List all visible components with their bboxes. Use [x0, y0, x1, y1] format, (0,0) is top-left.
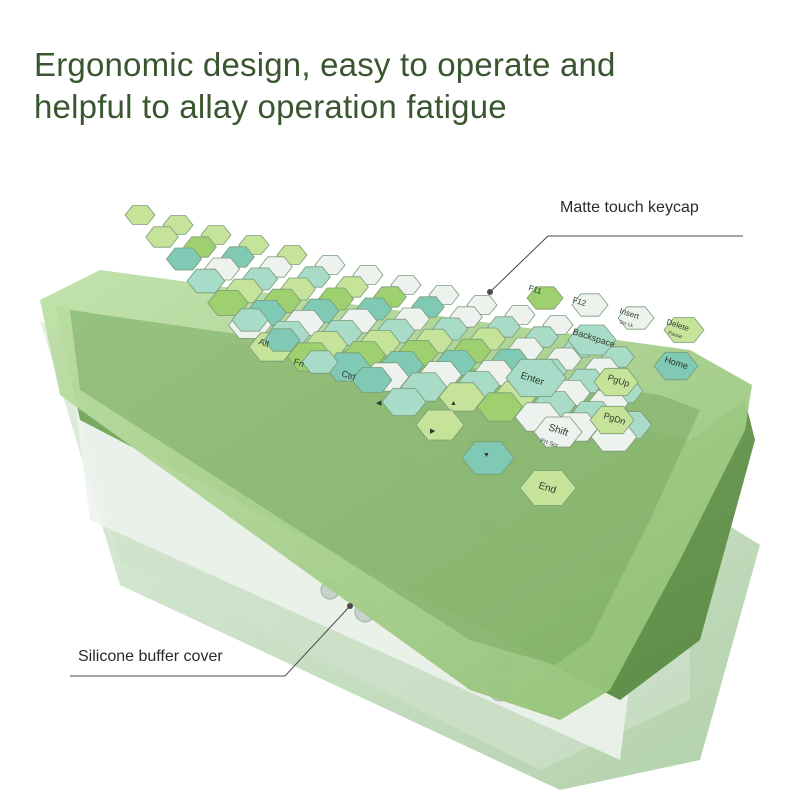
keycap — [415, 409, 465, 441]
key-fn: Fn — [292, 356, 305, 369]
keycap — [526, 286, 564, 310]
keycap — [438, 382, 486, 412]
keycap — [165, 247, 203, 271]
headline: Ergonomic design, easy to operate and he… — [34, 44, 774, 128]
keycap-callout-label: Matte touch keycap — [560, 199, 699, 216]
keycap — [231, 308, 269, 332]
keycap — [351, 367, 393, 393]
keycap — [519, 470, 577, 506]
key-f12: F12 — [571, 295, 587, 308]
key-insert-sub: Scr Lk — [618, 319, 634, 329]
key-arrow-down: ▼ — [483, 452, 490, 459]
key-end: End — [537, 480, 557, 496]
headline-line-2: helpful to allay operation fatigue — [34, 88, 507, 125]
keycap — [617, 306, 655, 330]
keycap — [567, 324, 617, 356]
keycap — [571, 293, 609, 317]
keycap — [653, 351, 699, 381]
key-ctrl: Ctrl — [340, 368, 356, 382]
keycap — [461, 441, 515, 475]
silicone-callout-label: Silicone buffer cover — [78, 648, 223, 665]
keycap — [145, 226, 179, 248]
silicone-callout-line — [70, 605, 351, 677]
key-delete-sub: Pause — [667, 330, 683, 340]
headline-line-1: Ergonomic design, easy to operate and — [34, 46, 616, 83]
key-f11: F11 — [527, 283, 543, 296]
key-alt: Alt — [257, 336, 271, 349]
keycap — [505, 358, 567, 398]
keycap — [381, 387, 427, 417]
keycap — [533, 416, 583, 448]
keycap — [476, 392, 524, 422]
keycap-layer — [124, 205, 705, 506]
key-arrow-up: ▲ — [450, 400, 457, 407]
key-arrow-left: ◀ — [376, 400, 382, 407]
keycap-callout-dot — [487, 289, 493, 295]
keycap — [124, 205, 156, 225]
keycap — [186, 268, 226, 294]
keycap — [663, 317, 705, 343]
keycap — [593, 367, 639, 397]
keycap-callout-line — [489, 235, 743, 293]
keycap — [301, 350, 339, 374]
keycap — [263, 328, 301, 352]
key-arrow-right: ▶ — [430, 428, 436, 435]
silicone-callout-dot — [347, 603, 353, 609]
key-shift-sub: Prt Scr — [539, 438, 558, 449]
keycap — [589, 405, 635, 435]
